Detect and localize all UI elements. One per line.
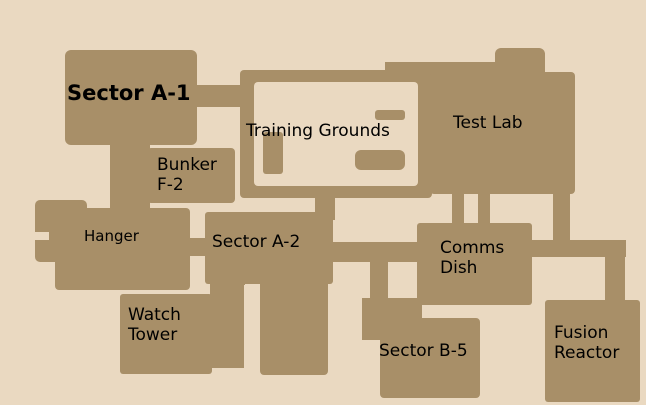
label-sector-b5: Sector B-5 [379,341,468,361]
right-corridor-long [528,240,626,257]
room-bunker-f2[interactable] [147,148,235,203]
training-block-2 [355,150,405,170]
label-test-lab: Test Lab [453,113,523,133]
connector-watch-a2 [205,305,219,323]
a2-gap [244,285,260,370]
a2-bottom [260,280,328,375]
label-sector-a1: Sector A-1 [67,81,191,105]
connector-a2-training [315,190,335,220]
connector-comms-lab-2 [478,190,490,228]
connector-b5-up [370,255,388,310]
right-corridor [553,180,570,255]
room-watch-tower[interactable] [120,294,212,374]
right-corridor-down [605,240,625,310]
label-comms-dish: Comms Dish [440,238,505,278]
corridor-a2-comms [325,242,425,262]
room-sector-b5-main [380,318,480,398]
label-bunker-f2: Bunker F-2 [157,155,217,195]
room-test-lab[interactable] [430,72,575,194]
label-fusion-reactor: Fusion Reactor [554,323,620,363]
room-sector-a2[interactable] [205,212,333,284]
training-block-3 [375,110,405,120]
connector-a1-training [190,85,255,107]
label-sector-a2: Sector A-2 [212,232,301,252]
label-watch-tower: Watch Tower [128,305,181,345]
room-hanger[interactable] [55,208,190,290]
training-block-1 [263,132,283,174]
test-lab-top [495,48,545,78]
hanger-left-bay [35,200,87,262]
room-sector-a1[interactable] [65,50,197,145]
connector-comms-lab-1 [452,190,464,228]
label-hanger: Hanger [84,227,139,245]
room-comms-dish[interactable] [417,223,532,305]
label-training-grounds: Training Grounds [246,121,390,141]
room-fusion-reactor[interactable] [545,300,640,402]
hanger-gap [35,232,49,240]
corridor-a1-down [110,138,150,216]
